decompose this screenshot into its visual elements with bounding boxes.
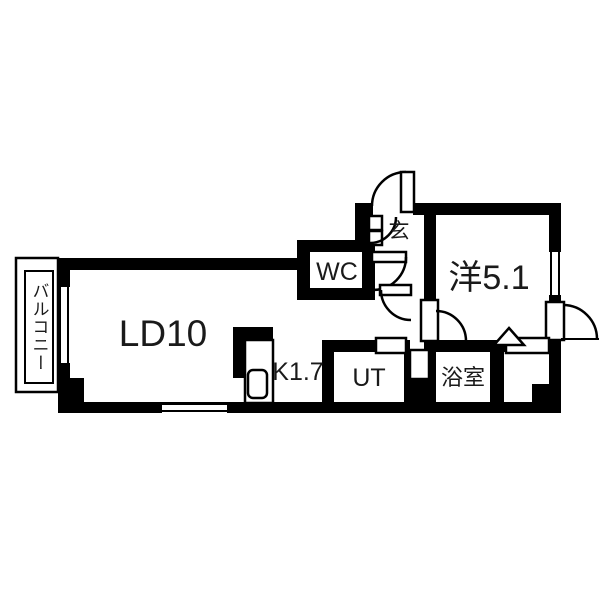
room-label-living-dining: LD10 <box>119 313 207 354</box>
windows <box>56 252 563 413</box>
door-leaf <box>378 283 413 297</box>
wall-segment <box>233 340 245 378</box>
door-leaf <box>399 170 416 214</box>
doors <box>367 170 599 381</box>
window-gap <box>162 403 227 413</box>
room-label-wc: WC <box>316 258 358 286</box>
wall-segment <box>322 340 334 413</box>
door-swing-arc <box>379 289 412 322</box>
room-label-bathroom: 浴室 <box>441 365 485 390</box>
wall-segment <box>436 340 508 352</box>
room-label-western-room: 洋5.1 <box>448 259 529 297</box>
wall-segment <box>549 295 561 305</box>
door-leaf <box>419 298 440 343</box>
wall-segment <box>233 327 273 340</box>
door-wedge-icon <box>491 326 527 347</box>
door-leaf <box>408 348 431 381</box>
room-label-kitchen: K1.7 <box>272 358 323 386</box>
wall-segment <box>413 203 561 215</box>
room-labels: LD10 WC 玄 洋5.1 K1.7 UT 浴室 <box>119 220 530 392</box>
door-leaf <box>544 300 566 342</box>
wall-segment <box>58 258 307 270</box>
wall-segment <box>355 203 368 248</box>
wall-segment <box>58 402 561 413</box>
shoe-cabinet <box>367 214 384 232</box>
window-gap <box>547 252 563 295</box>
kitchen-sink-icon <box>246 368 269 400</box>
door-swing-arc <box>369 216 398 245</box>
wall-segment <box>549 203 561 252</box>
room-label-entrance: 玄 <box>389 220 410 243</box>
door-leaf <box>374 336 408 355</box>
wall-segment <box>424 215 436 305</box>
room-label-utility: UT <box>352 364 385 392</box>
door-swing-arc <box>435 309 468 342</box>
door-leaf <box>370 250 408 264</box>
door-swing-arc <box>372 256 408 292</box>
wall-segment <box>532 384 561 404</box>
wall-segment <box>490 352 504 403</box>
room-label-balcony: バルコニー <box>24 270 54 384</box>
balcony-outline <box>14 256 60 394</box>
wall-segment <box>297 288 375 300</box>
fixtures <box>243 338 275 405</box>
wall-segment <box>297 240 375 252</box>
balcony-outer-rail <box>14 256 60 394</box>
door-swing-arc <box>562 303 599 340</box>
